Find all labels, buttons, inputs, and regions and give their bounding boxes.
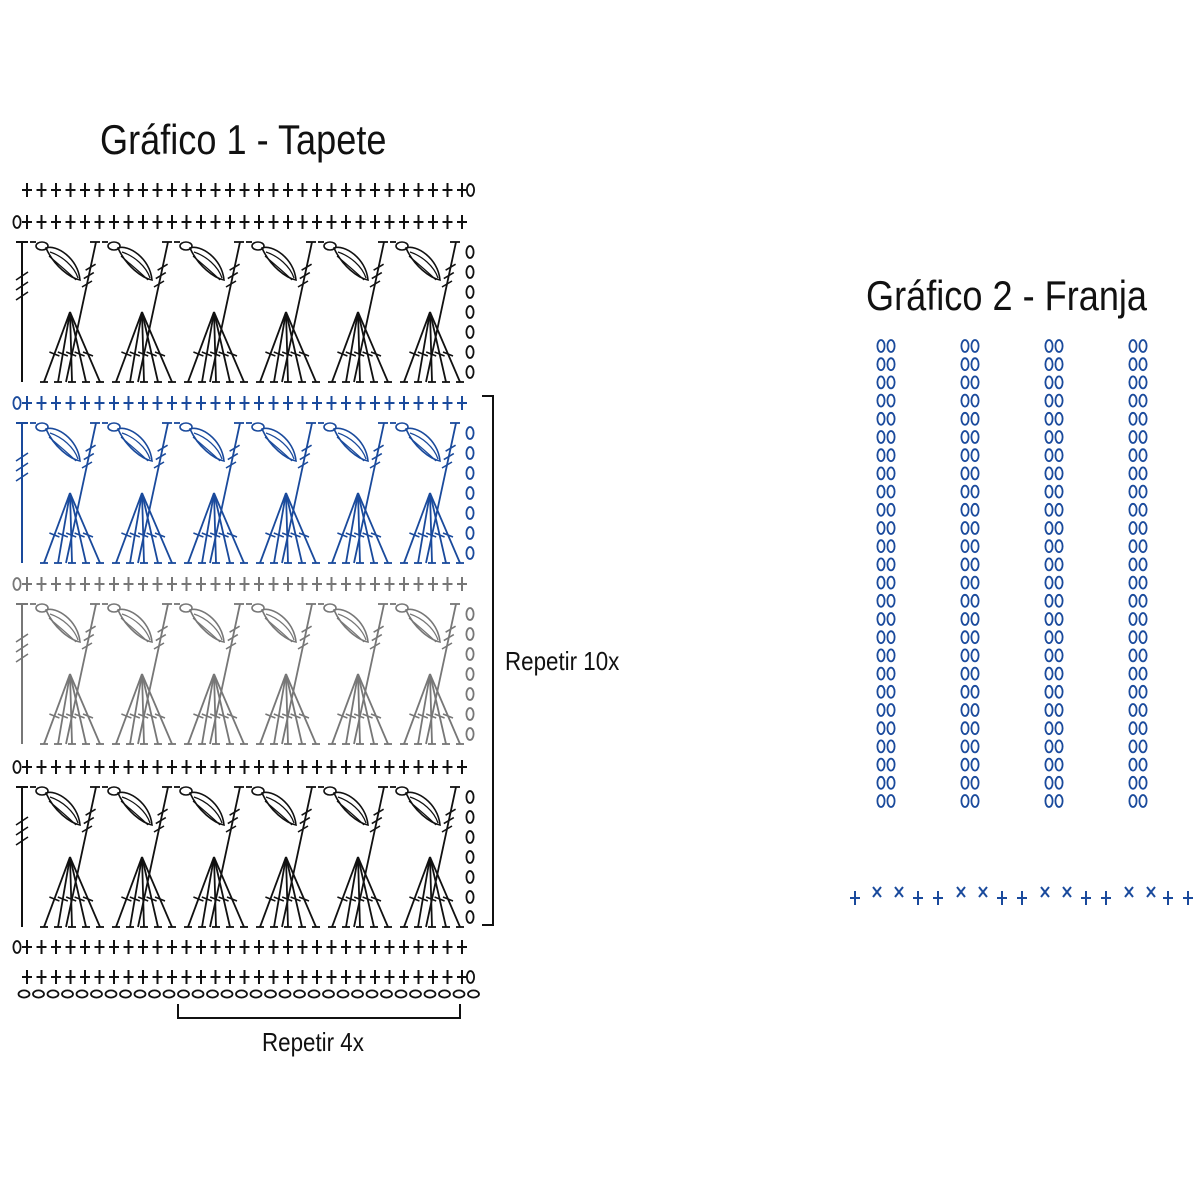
sc-row-7 [12, 760, 467, 774]
fringe-strand-2 [960, 339, 980, 808]
sc-row-0 [22, 183, 475, 197]
sc-row-5 [12, 577, 467, 591]
fan-row-8 [15, 786, 475, 928]
sc-row-3 [12, 396, 467, 410]
repeat-stitches-label: Repetir 4x [262, 1027, 364, 1057]
fringe-strand-1 [876, 339, 896, 808]
fan-row-2 [15, 241, 475, 383]
fan-row-4 [15, 422, 475, 564]
repeat-stitches-bracket [177, 1004, 461, 1019]
repeat-rows-bracket [482, 395, 494, 926]
fringe-strand-3 [1044, 339, 1064, 808]
sc-row-1 [12, 215, 467, 229]
fan-row-6 [15, 603, 475, 745]
fringe-base-row [850, 886, 1193, 905]
sc-row-10 [22, 970, 475, 984]
foundation-chain-row [17, 989, 480, 999]
sc-row-9 [12, 940, 467, 954]
chart1-title: Gráfico 1 - Tapete [100, 116, 387, 163]
fringe-strand-4 [1128, 339, 1148, 808]
chart2-title: Gráfico 2 - Franja [866, 272, 1148, 319]
repeat-rows-label: Repetir 10x [505, 646, 620, 676]
